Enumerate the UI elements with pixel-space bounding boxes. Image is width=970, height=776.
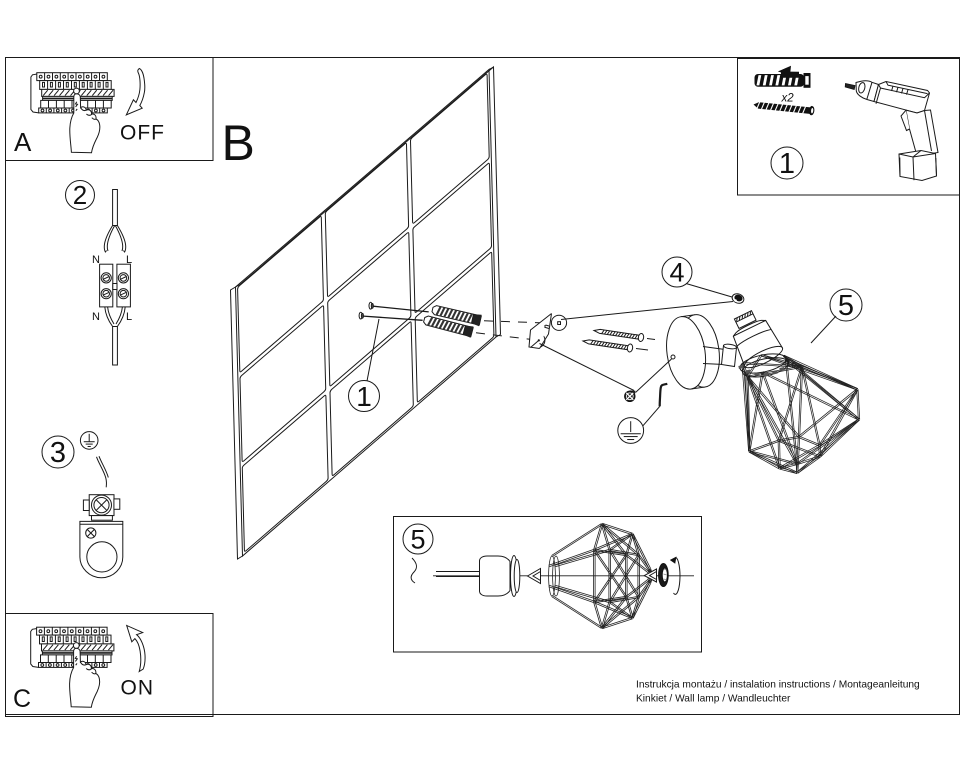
svg-text:2: 2: [73, 180, 87, 210]
svg-text:ON: ON: [121, 676, 155, 699]
svg-text:OFF: OFF: [120, 121, 165, 144]
svg-text:Kinkiet / Wall lamp / Wandleuc: Kinkiet / Wall lamp / Wandleuchter: [636, 694, 791, 705]
svg-text:N: N: [92, 254, 100, 266]
svg-text:5: 5: [410, 524, 425, 554]
svg-text:Instrukcja montażu / instalati: Instrukcja montażu / instalation instruc…: [636, 680, 920, 691]
svg-text:5: 5: [838, 290, 854, 322]
svg-text:1: 1: [356, 381, 372, 412]
svg-text:A: A: [14, 127, 32, 157]
svg-text:C: C: [13, 685, 31, 713]
svg-text:3: 3: [50, 437, 66, 469]
svg-text:L: L: [126, 311, 132, 323]
svg-text:4: 4: [669, 257, 684, 287]
svg-text:B: B: [222, 115, 255, 171]
svg-text:x2: x2: [781, 93, 795, 105]
svg-text:N: N: [92, 311, 100, 323]
svg-text:1: 1: [779, 148, 795, 180]
svg-text:L: L: [126, 254, 132, 266]
